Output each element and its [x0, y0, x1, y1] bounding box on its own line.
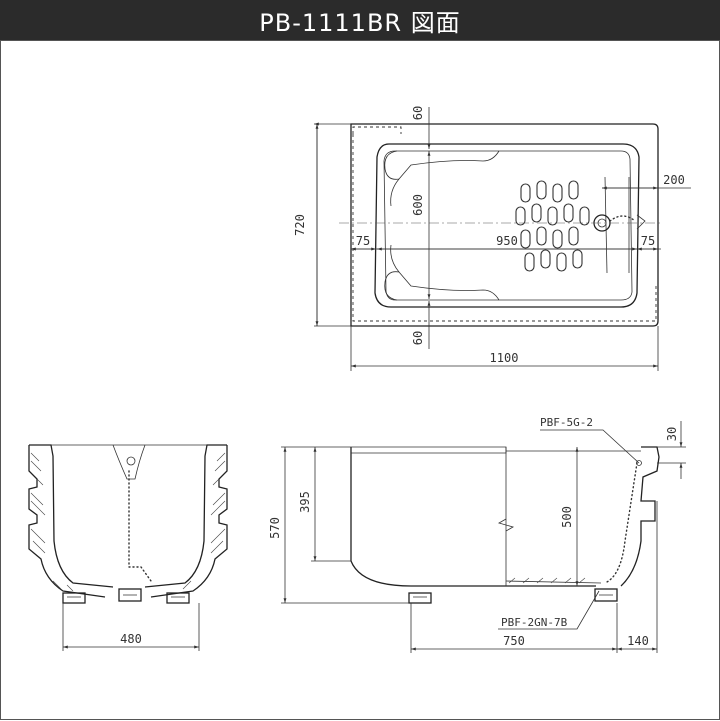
- plan-support-outline: [352, 126, 657, 322]
- side-feet: [408, 588, 618, 604]
- drawing-area: 720 60 600 60 75 950 75 200 1100: [0, 40, 720, 720]
- side-body: [350, 447, 596, 587]
- dim-750: 750: [503, 634, 525, 648]
- end-feet: [62, 588, 190, 604]
- plan-headrest-bottom: [384, 271, 500, 301]
- dim-500: 500: [560, 506, 574, 528]
- dim-top-60: 60: [411, 106, 425, 120]
- dim-1100: 1100: [490, 351, 519, 365]
- dim-570: 570: [268, 517, 282, 539]
- dim-left-75: 75: [356, 234, 370, 248]
- dim-600: 600: [411, 194, 425, 216]
- dim-right-75: 75: [641, 234, 655, 248]
- dim-480: 480: [120, 632, 142, 646]
- dim-200: 200: [663, 173, 685, 187]
- plan-nonslip-pattern: [515, 180, 590, 272]
- dim-30: 30: [665, 427, 679, 441]
- end-left-wall: [29, 444, 114, 588]
- plan-basin: [374, 143, 640, 308]
- end-right-wall: [144, 444, 227, 588]
- side-view: PBF-5G-2 PBF-2GN-7B 570 395 500 30 750 1…: [268, 416, 686, 653]
- page-title: PB-1111BR 図面: [259, 8, 461, 37]
- technical-drawing: 720 60 600 60 75 950 75 200 1100: [28, 106, 691, 653]
- dim-bottom-60: 60: [411, 331, 425, 345]
- dim-line-720: [314, 124, 351, 327]
- dim-720: 720: [293, 214, 307, 236]
- plan-view: 720 60 600 60 75 950 75 200 1100: [293, 106, 691, 371]
- dim-395: 395: [298, 491, 312, 513]
- plan-headrest-top: [384, 150, 500, 180]
- title-bar: PB-1111BR 図面: [0, 0, 720, 40]
- overflow-part-label: PBF-5G-2: [540, 416, 593, 429]
- drain-part-label: PBF-2GN-7B: [501, 616, 568, 629]
- dim-140: 140: [627, 634, 649, 648]
- end-view: 480: [28, 444, 228, 651]
- dim-950: 950: [496, 234, 518, 248]
- plan-outer-rim: [350, 123, 659, 327]
